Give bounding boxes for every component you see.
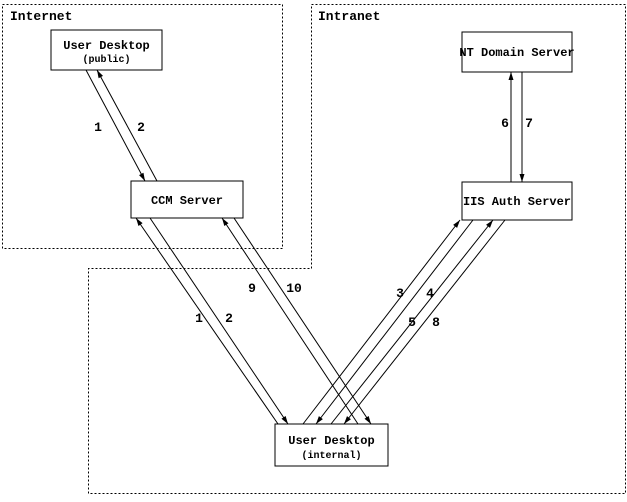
step-label-5: 5 [408, 315, 416, 330]
user-desktop-public-sublabel: (public) [82, 54, 130, 66]
arrow-step5-internal-desktop-to-iis [330, 219, 494, 425]
step-label-8: 8 [432, 315, 440, 330]
user-desktop-internal-sublabel: (internal) [301, 450, 361, 462]
step-label-6: 6 [501, 116, 509, 131]
arrow-step8-iis-to-internal-desktop [343, 219, 506, 425]
ccm-server-label: CCM Server [151, 194, 223, 208]
node-user-desktop-public: User Desktop (public) [50, 29, 163, 71]
arrow-step2-ccm-to-public-desktop [96, 69, 158, 182]
internet-zone-label: Internet [10, 9, 72, 24]
step-label-10: 10 [286, 281, 302, 296]
arrow-step1-public-desktop-to-ccm [85, 69, 146, 182]
node-iis-auth-server: IIS Auth Server [461, 181, 573, 221]
step-label-2-public: 2 [137, 120, 145, 135]
node-nt-domain-server: NT Domain Server [459, 31, 575, 73]
user-desktop-public-label: User Desktop [63, 39, 149, 53]
step-label-3: 3 [396, 286, 404, 301]
ccm-server-box [130, 180, 244, 219]
step-label-7: 7 [525, 116, 533, 131]
arrow-step10-ccm-to-internal-desktop [233, 217, 372, 425]
nt-domain-server-box [461, 31, 573, 73]
node-ccm-server: CCM Server [130, 180, 244, 219]
step-label-4: 4 [426, 286, 434, 301]
nt-domain-server-label: NT Domain Server [459, 46, 574, 60]
arrow-step3-internal-desktop-to-iis [302, 219, 461, 425]
internet-zone-border [2, 4, 283, 249]
arrow-step2-ccm-to-internal-desktop [149, 217, 289, 425]
step-label-1-internal: 1 [195, 311, 203, 326]
user-desktop-internal-label: User Desktop [288, 434, 374, 448]
intranet-zone-label: Intranet [318, 9, 380, 24]
arrow-step4-iis-to-internal-desktop [315, 219, 474, 425]
node-user-desktop-internal: User Desktop (internal) [274, 423, 389, 467]
iis-auth-server-box [461, 181, 573, 221]
intranet-zone-border [88, 4, 626, 494]
arrow-step9-internal-desktop-to-ccm [221, 217, 359, 425]
iis-auth-server-label: IIS Auth Server [463, 195, 571, 209]
user-desktop-public-box [50, 29, 163, 71]
arrow-step1-internal-desktop-to-ccm [135, 217, 279, 425]
step-label-9: 9 [248, 281, 256, 296]
step-label-1-public: 1 [94, 120, 102, 135]
user-desktop-internal-box [274, 423, 389, 467]
step-label-2-internal: 2 [225, 311, 233, 326]
